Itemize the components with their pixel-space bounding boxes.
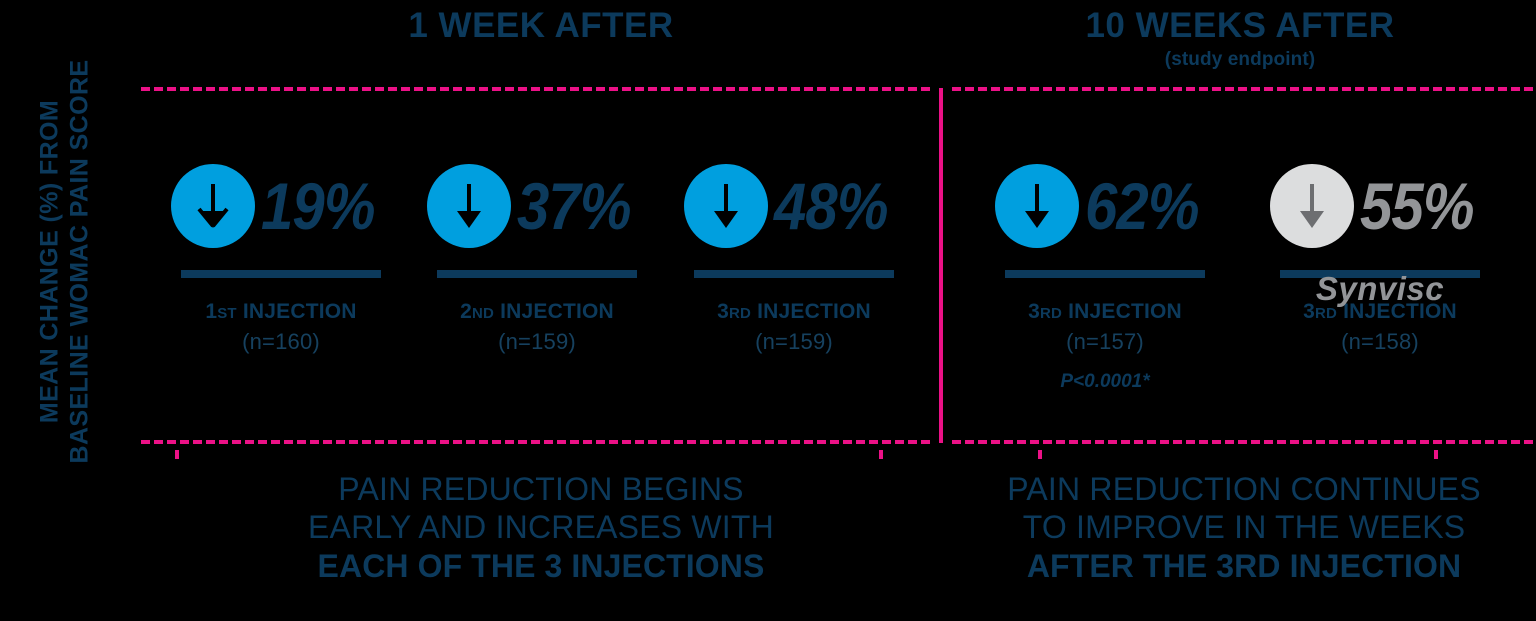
down-arrow-circle-icon [1270,164,1355,248]
stat-ordinal-suffix: ST [217,305,237,322]
divider-top-left [141,87,931,91]
stat-bar [437,270,637,278]
caption-left-line-3: EACH OF THE 3 INJECTIONS [317,547,765,584]
divider-top-right [952,87,1536,91]
stat-group-3: 48% 3RD INJECTION (n=159) [684,160,894,355]
caption-right-line-1: PAIN REDUCTION CONTINUES [1007,471,1481,507]
stat-group-2: 37% 2ND INJECTION (n=159) [427,160,637,355]
stat-ordinal: 3 [1303,300,1315,323]
axis-tick [1434,450,1438,459]
stat-percent: 55% [1360,169,1475,243]
down-arrow-circle-icon [684,164,769,248]
stat-bar [181,270,381,278]
stat-ordinal-suffix: RD [1314,305,1338,322]
caption-right-line-3: AFTER THE 3RD INJECTION [1026,547,1462,584]
stat-ordinal: 2 [460,300,472,323]
stat-sample-size: (n=159) [498,329,576,354]
stat-sample-size: (n=160) [242,329,320,354]
axis-tick [1038,450,1042,459]
stat-ordinal: 3 [1028,300,1040,323]
stat-injection-word: INJECTION [242,300,357,323]
down-arrow-circle-icon [427,164,512,248]
axis-tick [175,450,179,459]
stat-value-row: 55% [1270,160,1480,252]
caption-left: PAIN REDUCTION BEGINS EARLY AND INCREASE… [141,470,941,585]
stat-bar [1005,270,1205,278]
stat-group-4: 62% 3RD INJECTION (n=157) P<0.0001* [995,160,1205,393]
stat-injection-word: INJECTION [757,300,871,323]
stat-percent: 37% [517,169,632,243]
caption-left-line-2: EARLY AND INCREASES WITH [308,509,774,546]
down-arrow-circle-icon [171,164,256,248]
stat-injection-label: 3RD INJECTION [694,300,894,324]
stat-sample-size: (n=159) [755,329,833,354]
stat-ordinal: 3 [717,300,729,323]
stat-value-row: 62% [995,160,1205,252]
stat-injection-word: INJECTION [1343,300,1457,323]
divider-bottom-left [141,440,931,444]
panel-header-left-title: 1 WEEK AFTER [408,6,674,45]
stat-group-5: Synvisc 55% 3RD INJECTION (n=158) [1270,160,1480,355]
panel-header-right-title: 10 WEEKS AFTER [1085,6,1395,45]
stat-value-row: 19% [171,160,381,252]
panel-header-right: 10 WEEKS AFTER (study endpoint) [960,6,1520,71]
stat-ordinal-suffix: RD [1039,305,1063,322]
caption-right-line-2: TO IMPROVE IN THE WEEKS [1022,509,1466,546]
stat-injection-word: INJECTION [1068,300,1182,323]
divider-bottom-right [952,440,1536,444]
stat-sample-size: (n=158) [1341,329,1419,354]
panel-header-left: 1 WEEK AFTER [141,6,941,45]
stat-ordinal-suffix: RD [728,305,752,322]
stat-group-1: 19% 1ST INJECTION (n=160) [171,160,381,355]
stat-injection-label: 1ST INJECTION [181,300,381,324]
caption-right: PAIN REDUCTION CONTINUES TO IMPROVE IN T… [952,470,1536,585]
stat-injection-label: 3RD INJECTION [1005,300,1205,324]
stat-percent: 48% [774,169,889,243]
stat-sample-size: (n=157) [1066,329,1144,354]
stat-bar [694,270,894,278]
stat-value-row: 37% [427,160,637,252]
stat-percent: 19% [261,169,376,243]
brand-label-synvisc: Synvisc [1315,270,1445,307]
stat-pvalue: P<0.0001* [1060,371,1150,392]
divider-vertical-center [939,88,943,443]
stat-injection-label: 2ND INJECTION [437,300,637,324]
y-axis-label: MEAN CHANGE (%) FROM BASELINE WOMAC PAIN… [35,59,94,464]
stat-injection-label: 3RD INJECTION [1280,300,1480,324]
stat-percent: 62% [1085,169,1200,243]
down-arrow-circle-icon [995,164,1080,248]
stat-bar [1280,270,1480,278]
axis-tick [879,450,883,459]
stat-ordinal: 1 [205,300,218,323]
stat-value-row: 48% [684,160,894,252]
stat-injection-word: INJECTION [500,300,614,323]
stat-ordinal-suffix: ND [471,305,495,322]
panel-header-right-subtitle: (study endpoint) [1164,48,1316,70]
caption-left-line-1: PAIN REDUCTION BEGINS [338,471,744,507]
